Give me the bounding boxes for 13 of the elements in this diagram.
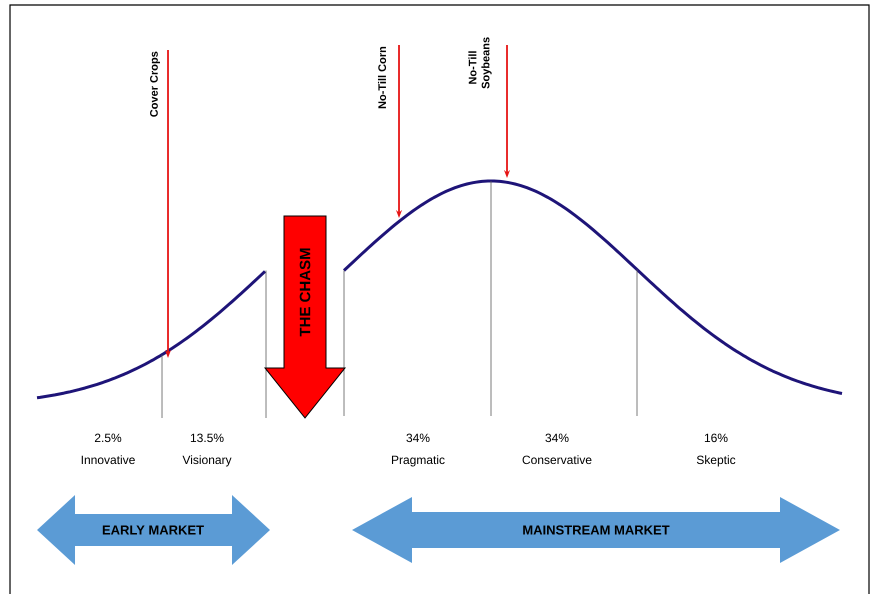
segment-label: 34% [545,434,569,442]
rotated-label: No-Till Soybeans [468,37,492,89]
segment-label: Skeptic [696,455,736,466]
segment-label: 13.5% [190,434,224,442]
segment-label: Visionary [182,455,232,466]
segment-label: 16% [704,434,728,442]
segment-label: Conservative [522,455,592,464]
rotated-label: No-Till Corn [378,46,386,108]
segment-label: 34% [406,434,430,442]
segment-label: Pragmatic [392,455,445,466]
segment-label: Innovative [82,455,135,464]
segment-label: 2.5% [94,434,122,442]
rotated-label: Cover Crops [150,52,160,117]
